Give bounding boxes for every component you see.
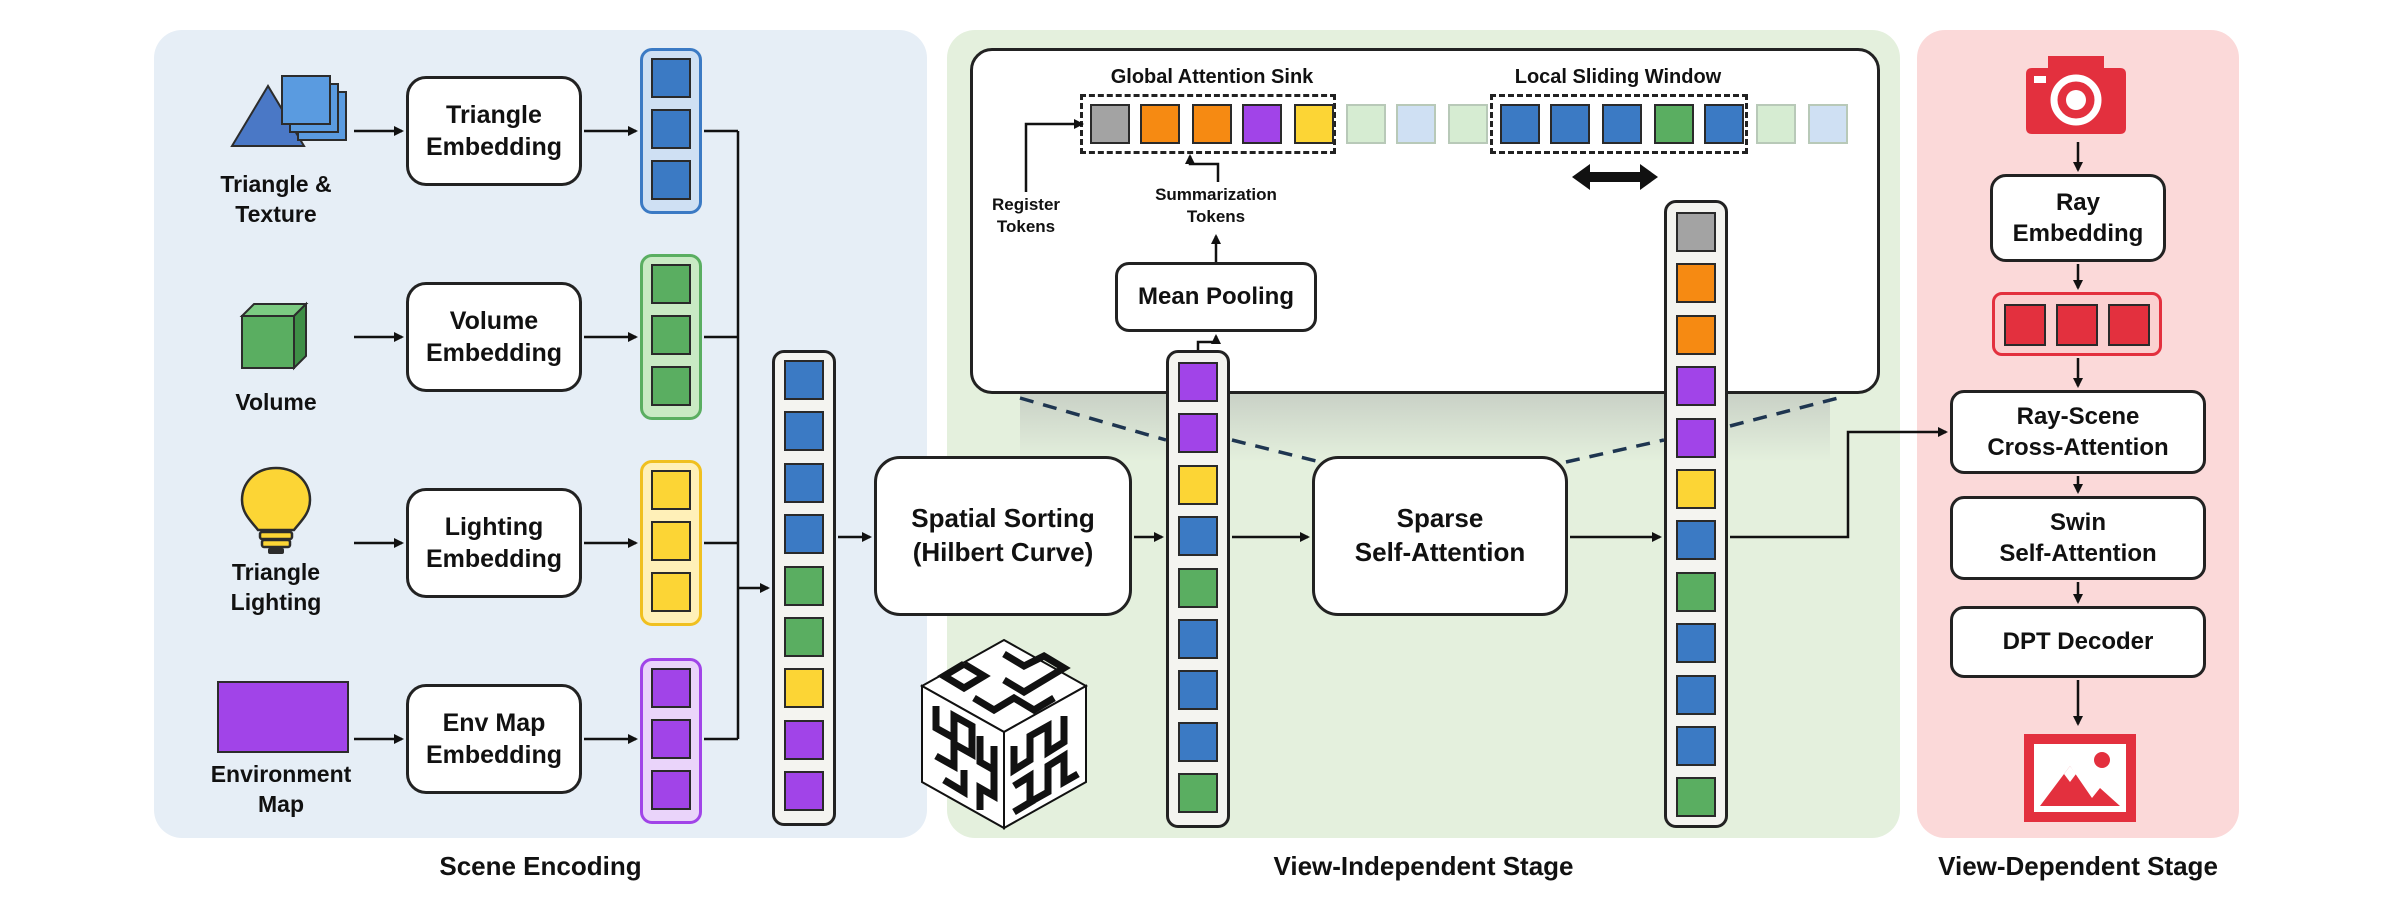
sorted-token xyxy=(1178,516,1218,557)
embedding-token xyxy=(651,470,691,510)
ray-scene-cross-attention-box: Ray-Scene Cross-Attention xyxy=(1950,390,2206,474)
sequence-token xyxy=(1242,104,1282,144)
sparse-self-attention-box: Sparse Self-Attention xyxy=(1312,456,1568,616)
summarization-tokens-label: Summarization Tokens xyxy=(1155,185,1277,227)
ray-token xyxy=(2108,304,2150,346)
output-token xyxy=(1676,674,1716,715)
embedding-token xyxy=(651,109,691,149)
environment-map-icon xyxy=(217,681,349,753)
sequence-token xyxy=(1602,104,1642,144)
sorted-token xyxy=(1178,619,1218,659)
merged-token xyxy=(784,411,824,452)
merged-token xyxy=(784,771,824,812)
sequence-token xyxy=(1808,104,1848,144)
volume-embedding-box: Volume Embedding xyxy=(406,282,582,392)
image-icon xyxy=(2024,734,2136,822)
sequence-token xyxy=(1654,104,1694,144)
hilbert-cube-icon xyxy=(919,638,1089,830)
output-token xyxy=(1676,263,1716,304)
lighting-embedding-box: Lighting Embedding xyxy=(406,488,582,598)
input-label-volume: Volume xyxy=(235,389,317,415)
ray-embedding-box: Ray Embedding xyxy=(1990,174,2166,262)
embedding-token xyxy=(651,668,691,708)
dpt-decoder-box: DPT Decoder xyxy=(1950,606,2206,678)
view-dependent-title: View-Dependent Stage xyxy=(1938,851,2218,881)
embedding-token xyxy=(651,521,691,561)
sorted-token xyxy=(1178,773,1218,814)
sequence-token xyxy=(1294,104,1334,144)
sequence-token xyxy=(1346,104,1386,144)
ray-token xyxy=(2004,304,2046,346)
merged-token xyxy=(784,565,824,606)
lightbulb-icon xyxy=(240,466,312,554)
register-tokens-label: Register Tokens xyxy=(991,195,1061,237)
embedding-token xyxy=(651,572,691,612)
global-attention-sink-label: Global Attention Sink xyxy=(1110,66,1314,88)
merged-token xyxy=(784,514,824,555)
triangle-texture-icon xyxy=(230,75,347,147)
output-token xyxy=(1676,212,1716,252)
local-sliding-window-label: Local Sliding Window xyxy=(1514,66,1722,88)
sequence-token xyxy=(1192,104,1232,144)
embedding-token xyxy=(651,719,691,759)
camera-icon xyxy=(2026,56,2126,134)
sequence-token xyxy=(1756,104,1796,144)
merged-token xyxy=(784,462,824,503)
merged-token xyxy=(784,719,824,760)
output-token xyxy=(1676,623,1716,664)
sorted-token xyxy=(1178,464,1218,505)
embedding-token xyxy=(651,366,691,406)
embedding-token xyxy=(651,770,691,810)
embedding-token xyxy=(651,160,691,200)
embedding-token xyxy=(651,58,691,98)
sequence-token xyxy=(1448,104,1488,144)
output-token-column xyxy=(1664,200,1728,828)
embedding-token xyxy=(651,315,691,355)
output-token xyxy=(1676,777,1716,818)
output-token xyxy=(1676,469,1716,509)
cube-icon xyxy=(239,301,309,371)
sorted-token xyxy=(1178,362,1218,402)
sequence-token xyxy=(1500,104,1540,144)
sorted-token xyxy=(1178,721,1218,762)
mean-pooling-box: Mean Pooling xyxy=(1115,262,1317,332)
sequence-token xyxy=(1550,104,1590,144)
sorted-token xyxy=(1178,670,1218,711)
input-label-triangle-texture: Triangle & Texture xyxy=(220,171,332,227)
local-window-dashed-box xyxy=(1490,94,1748,154)
sorted-token xyxy=(1178,567,1218,608)
input-label-triangle-lighting: Triangle Lighting xyxy=(230,559,322,615)
output-token xyxy=(1676,417,1716,458)
output-token xyxy=(1676,726,1716,766)
input-label-environment-map: Environment Map xyxy=(210,761,352,817)
embedding-token xyxy=(651,264,691,304)
output-token xyxy=(1676,366,1716,407)
output-token xyxy=(1676,314,1716,355)
sequence-token xyxy=(1704,104,1744,144)
merged-token xyxy=(784,668,824,709)
output-token xyxy=(1676,571,1716,612)
output-token xyxy=(1676,520,1716,561)
triangle-embedding-box: Triangle Embedding xyxy=(406,76,582,186)
merged-token xyxy=(784,360,824,400)
swin-self-attention-box: Swin Self-Attention xyxy=(1950,496,2206,580)
sequence-token xyxy=(1140,104,1180,144)
envmap-embedding-box: Env Map Embedding xyxy=(406,684,582,794)
sequence-token xyxy=(1090,104,1130,144)
scene-encoding-title: Scene Encoding xyxy=(439,851,642,881)
sorted-token xyxy=(1178,413,1218,454)
merged-token xyxy=(784,617,824,657)
view-independent-title: View-Independent Stage xyxy=(1273,851,1574,881)
sequence-token xyxy=(1396,104,1436,144)
spatial-sorting-box: Spatial Sorting (Hilbert Curve) xyxy=(874,456,1132,616)
ray-token xyxy=(2056,304,2098,346)
